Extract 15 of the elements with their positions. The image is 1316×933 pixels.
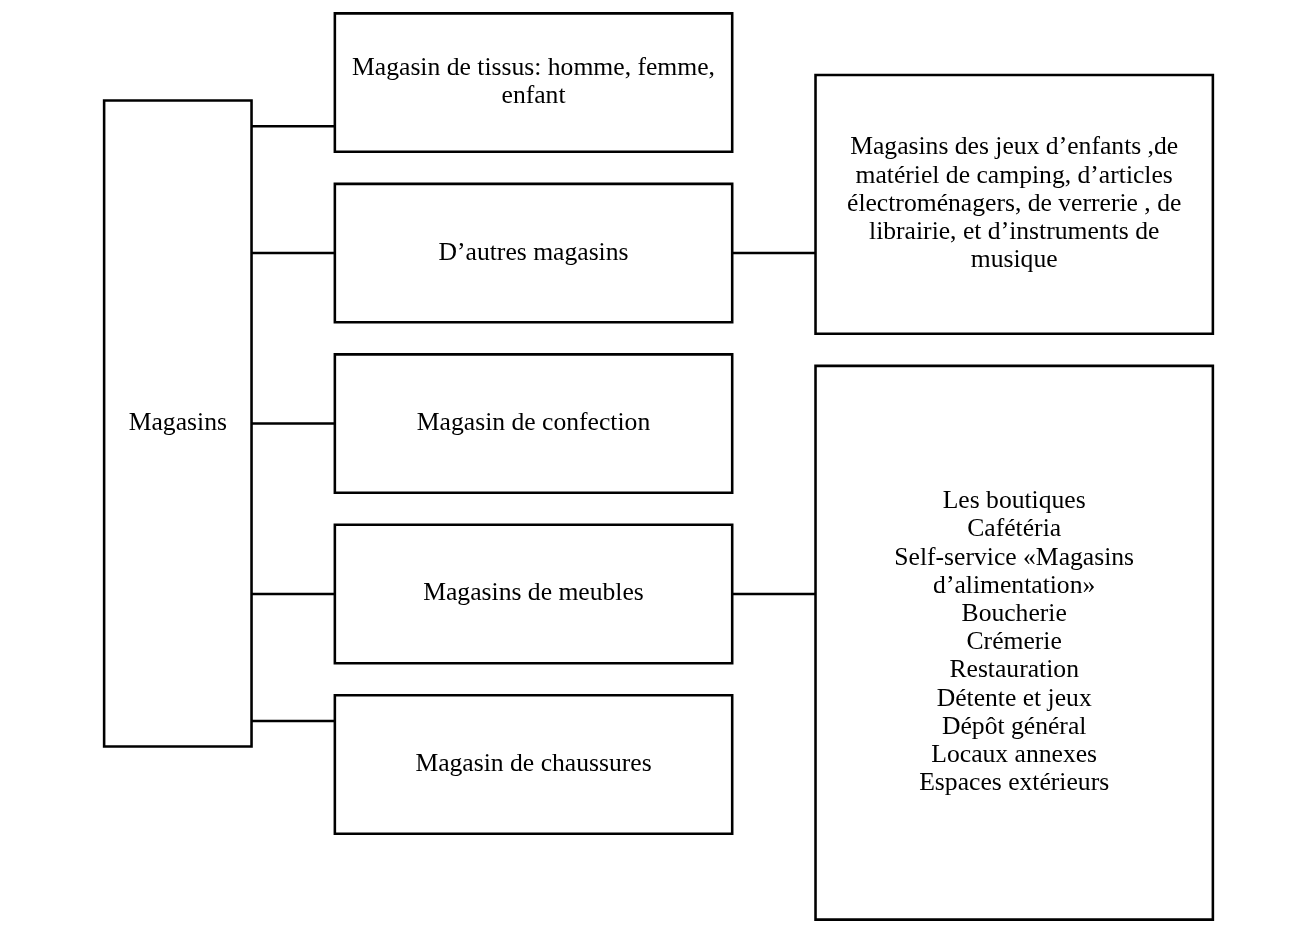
node-box: Magasin de chaussures [333,694,733,835]
connector [251,719,335,723]
node-box: Magasin de confection [333,353,733,495]
node-box: Magasins des jeux d’enfants ,de matériel de camping, d’articles électroménagers, de verrerie , de librairie, et d’instruments de musique [813,73,1214,336]
connector [251,592,335,596]
connector [732,251,815,255]
node-box: Les boutiques Cafétéria Self-service «Magasins d’alimentation» Boucherie Crémerie Restauration Détente et jeux Dépôt général Locaux annexes Espaces extérieurs [813,364,1214,921]
node-box: D’autres magasins [333,182,733,324]
connector [251,251,335,255]
connector [251,422,335,425]
node-box: Magasin de tissus: homme, femme, enfant [333,12,733,154]
node-box: Magasins [102,99,253,748]
node-box: Magasins de meubles [333,523,733,665]
connector [251,124,335,128]
connector [732,592,815,596]
